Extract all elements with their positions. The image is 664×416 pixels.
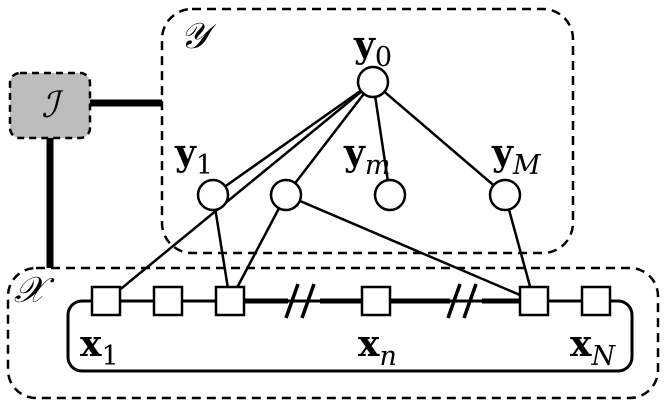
node-y1	[196, 178, 230, 212]
node-x1	[90, 285, 122, 317]
label-y0-base: y	[353, 24, 376, 66]
edge-y0-ym	[371, 81, 392, 196]
label-yM: yM	[491, 132, 542, 181]
edge-y2-xj	[285, 193, 535, 303]
label-y1: y1	[174, 132, 213, 181]
node-x2	[152, 285, 184, 317]
label-y0: y0	[353, 24, 392, 73]
label-y1-sub: 1	[196, 150, 213, 181]
label-ym-base: y	[343, 132, 366, 174]
node-ym	[373, 178, 407, 212]
node-xN	[580, 285, 612, 317]
node-y2	[269, 178, 303, 212]
node-xn	[360, 285, 392, 317]
node-y0	[356, 65, 390, 99]
edge-y2-x3	[228, 194, 288, 302]
edge-yM-xj	[503, 194, 536, 302]
chain-break-mark-1	[284, 283, 316, 319]
label-xn-sub: n	[379, 341, 396, 372]
edge-y0-yM	[372, 81, 506, 196]
label-yM-sub: M	[512, 150, 542, 181]
edge-y1-x3	[211, 194, 232, 302]
label-x1-sub: 1	[101, 341, 118, 372]
label-xN-sub: N	[590, 341, 616, 372]
label-xn: xn	[358, 323, 397, 372]
label-y0-sub: 0	[375, 42, 392, 73]
label-yM-base: y	[491, 132, 514, 174]
label-xN-base: x	[570, 323, 592, 365]
label-xn-base: x	[358, 323, 380, 365]
set-x-label: 𝒳	[14, 270, 55, 311]
set-y-label: 𝒴	[180, 16, 217, 57]
x-region-box	[6, 266, 660, 400]
node-x3	[214, 285, 246, 317]
label-ym: ym	[343, 132, 391, 181]
label-x1-base: x	[80, 323, 102, 365]
edge-y0-y1	[212, 80, 374, 197]
edge-y0-y2	[285, 81, 374, 196]
label-x1: x1	[80, 323, 119, 372]
edge-y0-x1	[105, 81, 374, 302]
node-yM	[488, 178, 522, 212]
label-y1-base: y	[174, 132, 197, 174]
label-xN: xN	[570, 323, 616, 372]
chain-break-mark-2	[446, 283, 478, 319]
label-ym-sub: m	[365, 150, 391, 181]
node-xj	[518, 285, 550, 317]
